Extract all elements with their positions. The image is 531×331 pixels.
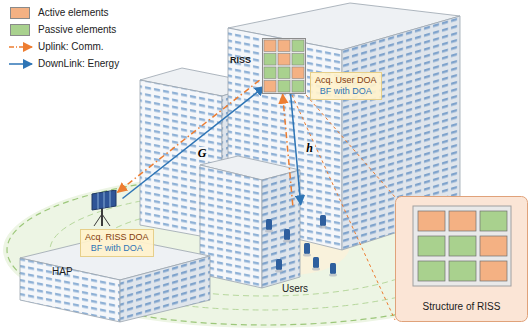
antenna-node: HAP [88, 190, 120, 226]
node-label: Users [282, 283, 308, 294]
legend-text: DownLink: Energy [38, 58, 119, 69]
connector [118, 80, 260, 192]
legend-text: Passive elements [38, 24, 116, 35]
connector [122, 86, 264, 198]
callout-text: BF with DOA [85, 243, 149, 254]
node-label: HAP [52, 266, 73, 277]
legend: Active elementsPassive elementsUplink: C… [8, 4, 119, 72]
antenna-graphic [88, 190, 120, 226]
callout-text: Acq. RISS DOA [85, 232, 149, 243]
panel-node: RISS [262, 38, 306, 94]
legend-swatch [10, 7, 30, 19]
inset-node: Structure of RISS [395, 196, 528, 322]
legend-row: Active elements [8, 4, 119, 21]
legend-line-sample [8, 59, 36, 69]
users-node: Users [258, 205, 344, 297]
legend-swatch [10, 24, 30, 36]
legend-text: Uplink: Comm. [38, 41, 104, 52]
legend-row: Uplink: Comm. [8, 38, 119, 55]
node-label: Structure of RISS [395, 301, 528, 312]
riss-panel-graphic [262, 38, 306, 94]
callout-box: Acq. User DOABF with DOA [310, 72, 382, 100]
callout-text: BF with DOA [315, 86, 377, 97]
legend-text: Active elements [38, 7, 109, 18]
node-label: RISS [230, 55, 251, 65]
edge-label: G [196, 147, 209, 159]
legend-row: DownLink: Energy [8, 55, 119, 72]
building-front [200, 156, 300, 288]
building-hap [20, 236, 210, 322]
connector [291, 94, 301, 205]
legend-line-sample [8, 42, 36, 52]
edge-label: h [304, 142, 315, 154]
callout-box: Acq. RISS DOABF with DOA [80, 229, 154, 257]
legend-row: Passive elements [8, 21, 119, 38]
connector [283, 94, 293, 205]
callout-text: Acq. User DOA [315, 75, 377, 86]
